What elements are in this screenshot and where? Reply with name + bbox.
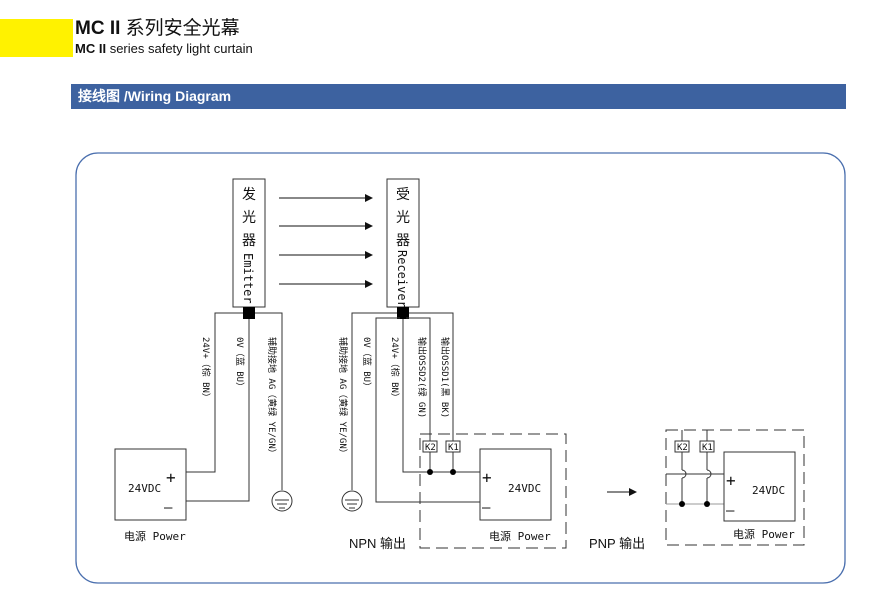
receiver-label-cn-0: 受 [396, 187, 410, 203]
page-title: MC II 系列安全光幕 [75, 18, 240, 40]
title-model: MC II [75, 18, 121, 39]
emitter-wire-0v [183, 319, 250, 502]
power-voltage: 24VDC [508, 482, 541, 495]
subtitle-model: MC II [75, 41, 107, 56]
emitter-label-cn-0: 发 [242, 187, 256, 203]
emitter-label-en: Emitter [241, 253, 255, 304]
relay-k1-label: K1 [448, 443, 459, 453]
diagram-frame [75, 152, 846, 584]
npn-power-supply [479, 448, 552, 521]
power-label: 电源 Power [489, 529, 551, 543]
junction-dot [704, 501, 710, 507]
emitter-label-cn-2: 器 [242, 233, 256, 249]
emitter-wire-label-24v: 24V+（棕 BN） [200, 337, 212, 402]
ground-icon [341, 490, 363, 512]
receiver-label-cn-1: 光 [396, 210, 410, 226]
relay-k1-label: K1 [702, 443, 713, 453]
minus-symbol: — [164, 500, 173, 516]
receiver-wire-ossd2 [406, 317, 431, 441]
receiver-label-cn-2: 器 [396, 233, 410, 249]
minus-symbol: — [726, 503, 735, 519]
npn-output-label: NPN 输出 [349, 536, 406, 551]
receiver-box [386, 178, 420, 308]
receiver-wire-ossd1 [409, 312, 454, 441]
section-title: 接线图 /Wiring Diagram [78, 88, 232, 104]
junction-dot [427, 469, 433, 475]
junction-dot [450, 469, 456, 475]
power-voltage: 24VDC [128, 482, 161, 495]
power-label: 电源 Power [733, 527, 795, 541]
pnp-output-label: PNP 输出 [589, 536, 645, 551]
pnp-power-supply [723, 451, 796, 522]
receiver-wire-0v [375, 317, 480, 503]
emitter-power-supply [114, 448, 187, 521]
receiver-connector [397, 307, 409, 319]
receiver-wire-label-ag: 辅助接地 AG（黄绿 YE/GN） [337, 337, 349, 458]
receiver-wire-label-ossd1: 输出OSSD1(黑 BK) [439, 337, 451, 418]
emitter-connector [243, 307, 255, 319]
emitter-label-cn-1: 光 [242, 210, 256, 226]
title-chinese: 系列安全光幕 [125, 18, 240, 39]
receiver-label-en: Receiver [395, 250, 409, 308]
relay-k2-label: K2 [425, 443, 436, 453]
npn-output-enclosure [419, 433, 567, 549]
receiver-wire-label-24v: 24V+（棕 BN） [389, 337, 401, 402]
relay-k1 [699, 440, 715, 453]
subtitle-text: series safety light curtain [109, 41, 253, 56]
light-beams [279, 194, 373, 288]
minus-symbol: — [482, 500, 491, 516]
relay-k2 [422, 440, 438, 453]
section-header-bar: 接线图 /Wiring Diagram [71, 84, 846, 109]
relay-k2 [674, 440, 690, 453]
plus-symbol: + [166, 468, 176, 487]
power-voltage: 24VDC [752, 484, 785, 497]
page-subtitle: MC II series safety light curtain [75, 41, 253, 56]
relay-k2-label: K2 [677, 443, 688, 453]
emitter-wire-ag [255, 312, 283, 490]
receiver-wire-ag [351, 312, 397, 490]
receiver-wire-label-0v: 0V（蓝 BU） [361, 337, 373, 391]
receiver-wire-label-ossd2: 输出OSSD2(绿 GN) [416, 337, 428, 418]
brand-accent-block [0, 19, 73, 57]
plus-symbol: + [726, 471, 736, 490]
emitter-wire-24v [183, 312, 243, 473]
ground-icon [271, 490, 293, 512]
emitter-wire-label-ag: 辅助接地 AG（黄绿 YE/GN） [266, 337, 278, 458]
plus-symbol: + [482, 468, 492, 487]
power-label: 电源 Power [124, 529, 186, 543]
receiver-wiring [351, 312, 480, 503]
emitter-wire-label-0v: 0V（蓝 BU） [234, 337, 246, 391]
junction-dot [679, 501, 685, 507]
emitter-wiring [183, 312, 283, 502]
pnp-wiring [666, 430, 724, 505]
relay-k1 [445, 440, 461, 453]
